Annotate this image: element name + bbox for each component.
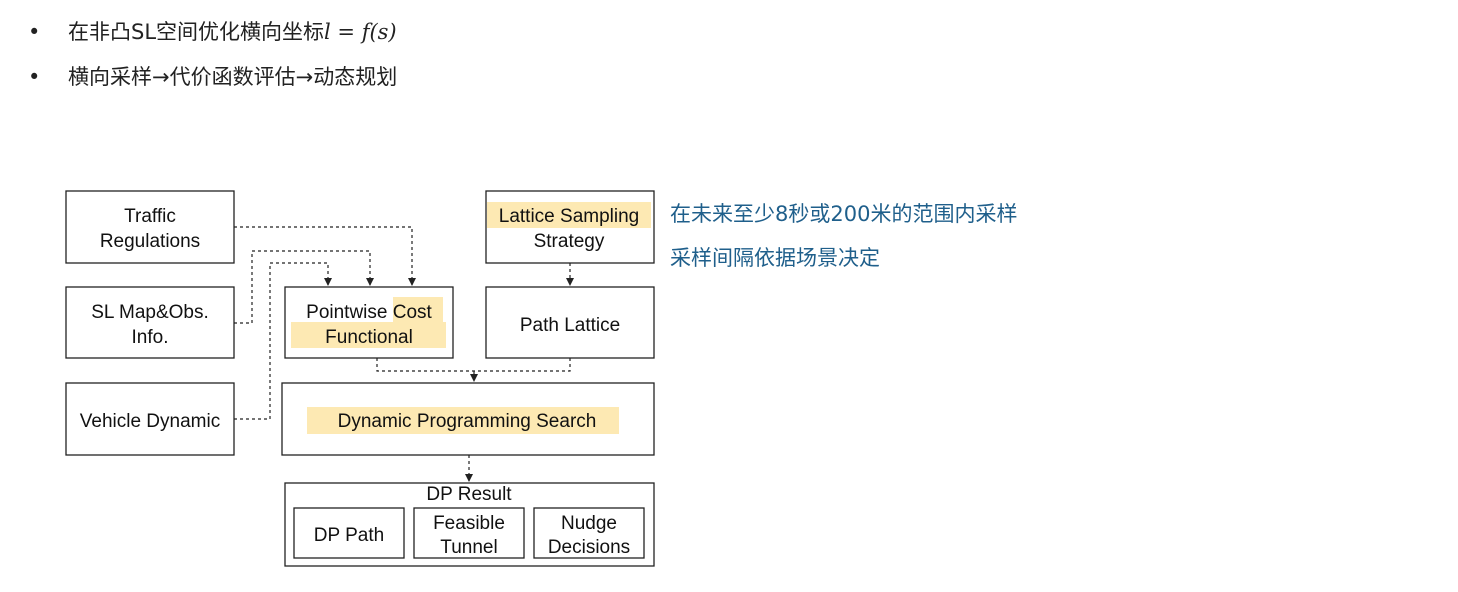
dp-result-box bbox=[284, 482, 655, 567]
nudge-label-line2: Decisions bbox=[548, 537, 630, 558]
lattice-label-line1: Lattice Sampling bbox=[499, 206, 639, 227]
feasible-label-line2: Tunnel bbox=[440, 537, 497, 558]
traffic-label-line2: Regulations bbox=[100, 231, 200, 252]
dp-search-label: Dynamic Programming Search bbox=[338, 411, 597, 432]
feasible-tunnel-box bbox=[413, 507, 525, 559]
pointwise-word: Pointwise bbox=[306, 302, 393, 323]
slmap-label-line2: Info. bbox=[132, 327, 169, 348]
highlight-dp-search bbox=[307, 407, 619, 434]
note-sampling-interval: 采样间隔依据场景决定 bbox=[670, 246, 880, 270]
dp-path-box bbox=[293, 507, 405, 559]
bullet-math: l = f(s) bbox=[324, 20, 397, 44]
pointwise-label-line2: Functional bbox=[325, 327, 413, 348]
slmap-label-line1: SL Map&Obs. bbox=[91, 302, 209, 323]
highlight-functional bbox=[291, 322, 446, 348]
connector-slmap bbox=[234, 250, 374, 324]
bullet-dot: • bbox=[28, 65, 41, 89]
dp-search-box bbox=[281, 382, 655, 456]
note-sampling-range: 在未来至少8秒或200米的范围内采样 bbox=[670, 202, 1018, 226]
lattice-label-line2: Strategy bbox=[534, 231, 605, 252]
traffic-label-line1: Traffic bbox=[124, 206, 176, 227]
bullet-text-1: 在非凸SL空间优化横向坐标 bbox=[68, 20, 325, 44]
connector-vehicle bbox=[234, 262, 332, 420]
pointwise-cost-box bbox=[284, 286, 454, 359]
connector-cost-merge bbox=[376, 358, 571, 372]
bullet-item-2: • 横向采样→代价函数评估→动态规划 bbox=[28, 61, 397, 91]
cost-word: Cost bbox=[393, 302, 433, 323]
pointwise-label-line1: Pointwise Cost bbox=[306, 302, 432, 323]
dp-result-label: DP Result bbox=[426, 484, 512, 505]
feasible-label-line1: Feasible bbox=[433, 513, 505, 534]
vehicle-label: Vehicle Dynamic bbox=[80, 411, 220, 432]
bullet-dot: • bbox=[28, 20, 41, 44]
path-lattice-label: Path Lattice bbox=[520, 315, 620, 336]
nudge-decisions-box bbox=[533, 507, 645, 559]
highlight-cost bbox=[393, 297, 443, 323]
bullet-text-2: 横向采样→代价函数评估→动态规划 bbox=[68, 65, 398, 89]
traffic-regulations-box bbox=[65, 190, 235, 264]
bullet-item-1: • 在非凸SL空间优化横向坐标l = f(s) bbox=[28, 16, 397, 46]
connector-traffic bbox=[234, 226, 416, 286]
dp-path-label: DP Path bbox=[314, 525, 384, 546]
highlight-lattice-sampling bbox=[487, 202, 651, 228]
nudge-label-line1: Nudge bbox=[561, 513, 617, 534]
